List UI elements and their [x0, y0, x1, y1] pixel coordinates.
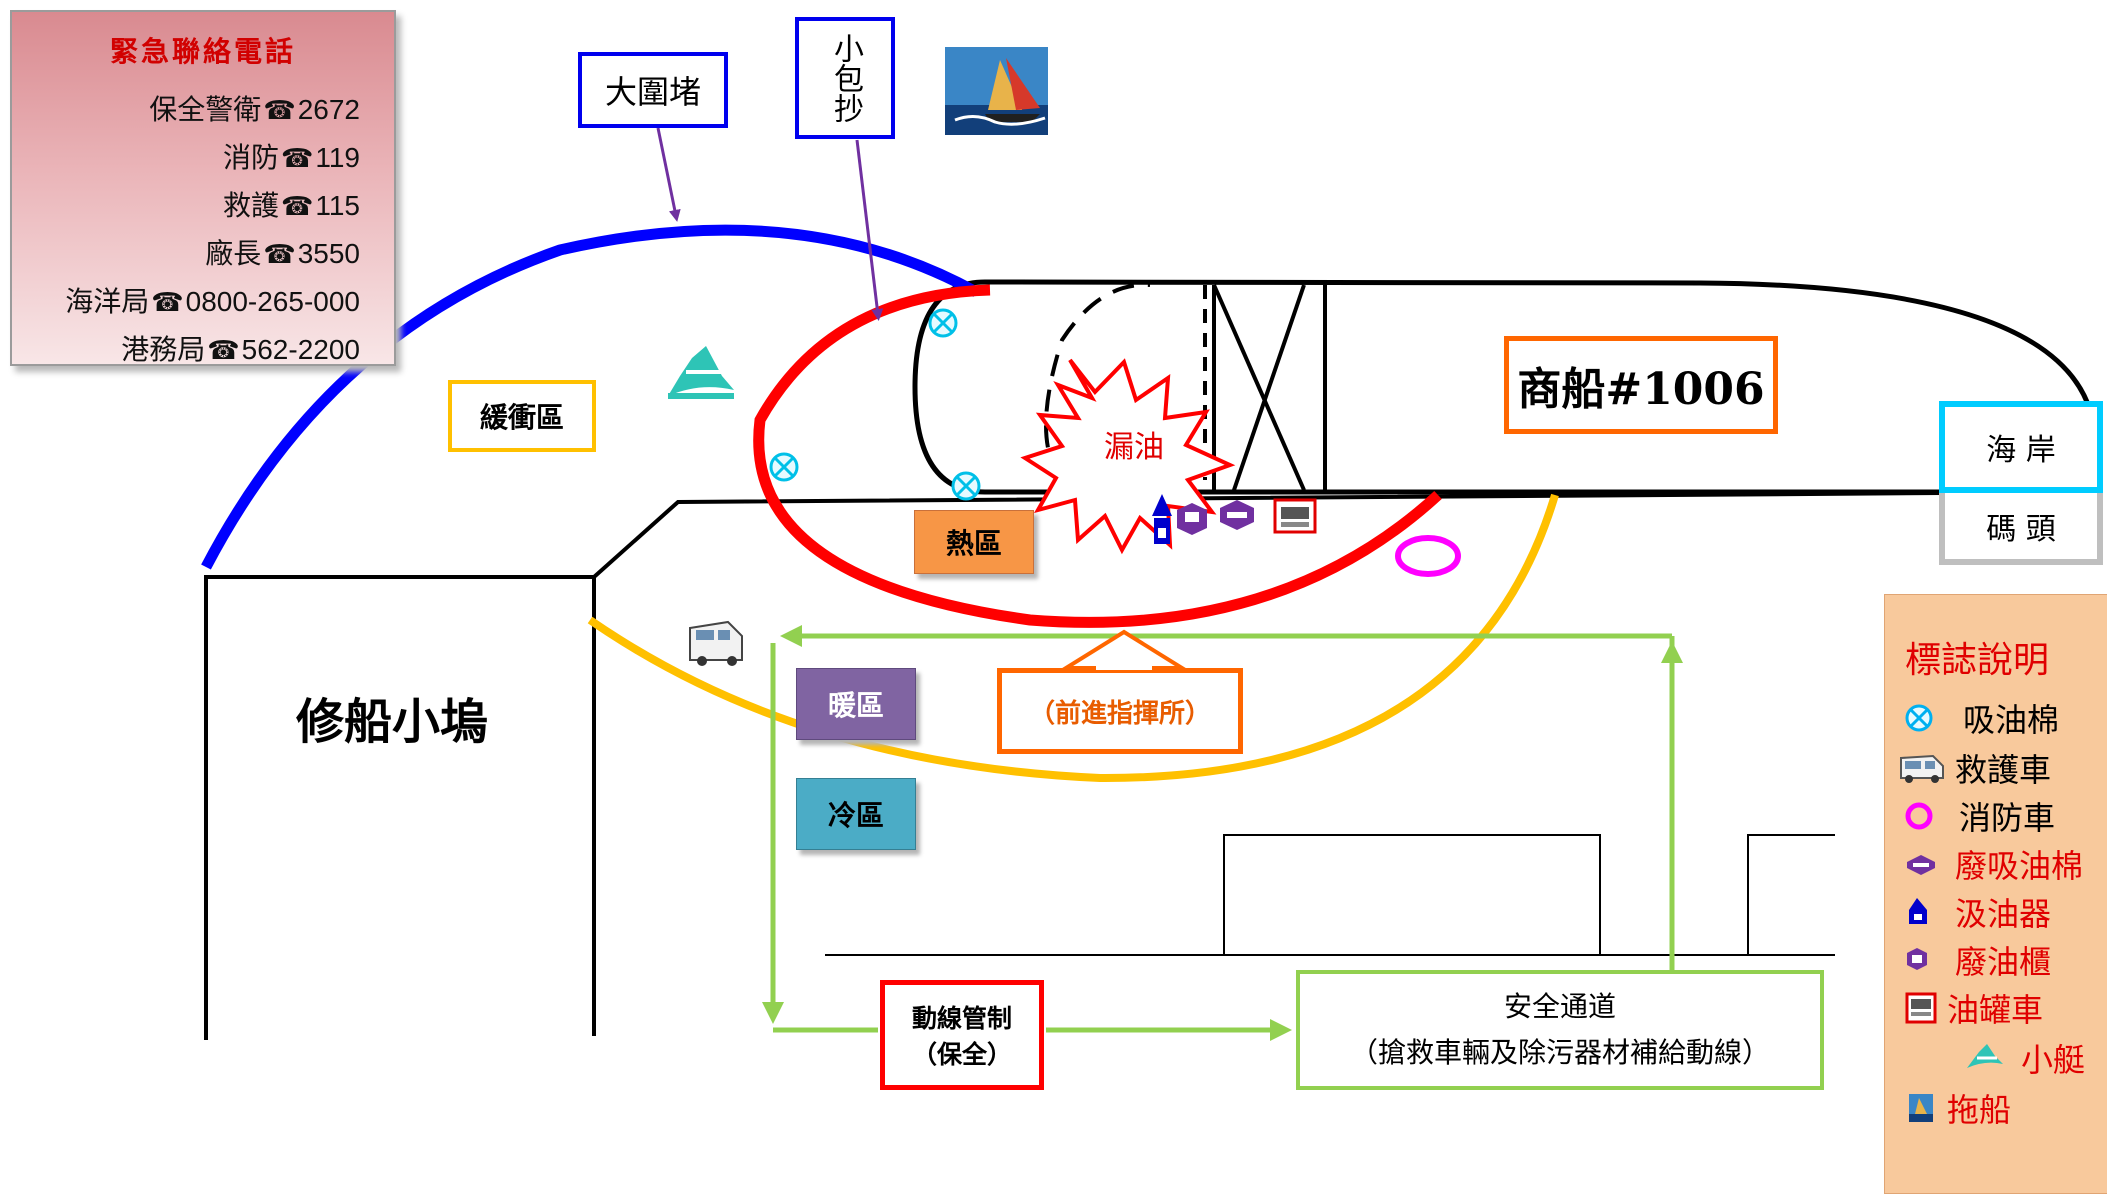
legend-item-absorbent-pad: 吸油棉: [1903, 695, 2059, 741]
small-boat-icon: [1967, 1044, 2003, 1068]
coast-label: 海 岸: [1939, 401, 2103, 493]
legend-item-small-boat: 小艇: [1965, 1035, 2085, 1081]
ambulance-icon: [689, 620, 743, 666]
legend-item-tugboat: 拖船: [1905, 1085, 2011, 1131]
emergency-contacts-panel: 緊急聯絡電話 保全警衛☎2672 消防☎119 救護☎115 廠長☎3550 海…: [10, 10, 396, 366]
small-boat-icon: [668, 346, 734, 399]
tugboat-icon: [1909, 1094, 1933, 1122]
legend-title: 標誌說明: [1905, 639, 2050, 680]
oil-leak-burst: [1020, 358, 1236, 555]
skimmer-icon: [1152, 494, 1172, 544]
ambulance-icon: [1900, 754, 1944, 783]
contact-fire: 消防☎119: [222, 141, 360, 174]
small-boom-line: [753, 284, 1442, 628]
shoreline-outline: [204, 490, 2091, 1040]
forward-command-post-label: （前進指揮所）: [997, 668, 1243, 754]
small-boom-arrow: [855, 139, 884, 321]
legend-panel: 標誌說明 吸油棉 救護車 消防車 廢吸油棉 汲油器 廢油櫃: [1884, 594, 2107, 1194]
safe-route: [762, 625, 1683, 1041]
waste-absorbent-icon: [1220, 500, 1254, 530]
hot-zone-label: 熱區: [914, 510, 1034, 574]
tanker-truck-icon: [1273, 498, 1317, 534]
big-boom-line: [201, 224, 979, 570]
legend-item-tanker-truck: 油罐車: [1905, 985, 2043, 1031]
contact-security: 保全警衛☎2672: [149, 93, 360, 126]
contact-ocean-bureau: 海洋局☎0800-265-000: [65, 285, 360, 318]
tugboat-image: [945, 47, 1048, 135]
traffic-control-line2: （保全）: [911, 1040, 1012, 1069]
fire-truck-icon: [1905, 802, 1933, 830]
absorbent-pad-icon: [769, 452, 799, 482]
safe-passage-box: 安全通道 （搶救車輛及除污器材補給動線）: [1296, 970, 1824, 1090]
waste-absorbent-icon: [1907, 855, 1935, 875]
big-boom-arrow: [656, 127, 681, 222]
traffic-control-box: 動線管制 （保全）: [880, 980, 1044, 1090]
absorbent-pad-icon: [928, 308, 958, 338]
legend-item-skimmer: 汲油器: [1905, 889, 2051, 935]
wharf-label: 碼 頭: [1939, 493, 2103, 565]
legend-item-waste-oil-tank: 廢油櫃: [1905, 937, 2051, 983]
legend-item-ambulance: 救護車: [1899, 745, 2051, 791]
absorbent-pad-icon: [951, 471, 981, 501]
tanker-truck-icon: [1905, 992, 1937, 1024]
contact-ambulance: 救護☎115: [222, 189, 360, 222]
contact-plant-manager: 廠長☎3550: [205, 237, 360, 270]
merchant-ship-label: 商船#1006: [1504, 336, 1778, 434]
forward-command-arrow: [1058, 629, 1190, 672]
safe-passage-line2: （搶救車輛及除污器材補給動線）: [1349, 1036, 1770, 1069]
contact-port-bureau: 港務局☎562-2200: [121, 333, 360, 366]
ship-bow-dashed: [1044, 282, 1151, 482]
buffer-zone-label: 緩衝區: [448, 380, 596, 452]
traffic-control-line1: 動線管制: [911, 1004, 1012, 1033]
cold-zone-label: 冷區: [796, 778, 916, 850]
waste-oil-tank-icon: [1177, 503, 1207, 535]
small-boom-label: 小包抄: [795, 17, 895, 139]
warm-zone-label: 暖區: [796, 668, 916, 740]
wharf-edge: [592, 490, 2091, 579]
big-boom-label: 大圍堵: [578, 52, 728, 128]
waste-oil-tank-icon: [1907, 948, 1927, 970]
legend-item-fire-truck: 消防車: [1905, 793, 2055, 839]
shipyard-label: 修船小塢: [295, 694, 488, 750]
legend-item-waste-absorbent: 廢吸油棉: [1905, 841, 2083, 887]
warm-zone-boundary: [587, 493, 1559, 783]
dock-left-wall: [204, 575, 596, 1040]
emergency-contacts-title: 緊急聯絡電話: [109, 35, 296, 68]
fire-truck-icon: [1395, 535, 1461, 577]
absorbent-pad-icon: [1905, 704, 1933, 732]
building-outlines: [825, 834, 1835, 956]
oil-leak-label: 漏油: [1104, 431, 1164, 464]
safe-passage-line1: 安全通道: [1503, 990, 1616, 1023]
skimmer-icon: [1909, 898, 1927, 924]
